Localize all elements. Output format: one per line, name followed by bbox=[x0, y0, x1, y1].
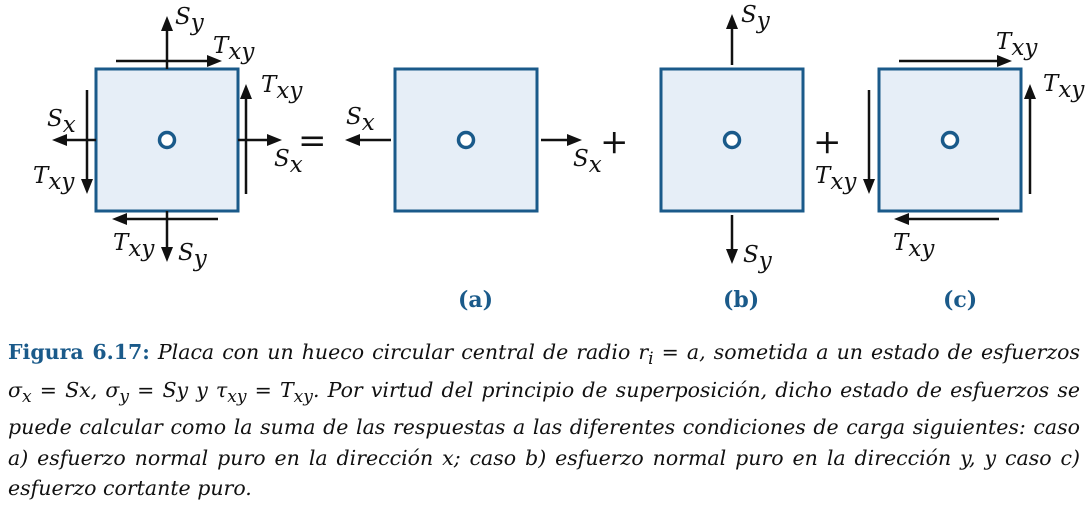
case-a-label: (a) bbox=[458, 287, 493, 313]
plus-sign-2: + bbox=[813, 122, 842, 162]
combined-sy-top-label: Sy bbox=[175, 4, 205, 36]
combined-hole-icon bbox=[157, 130, 177, 150]
combined-txy-top-label: Txy bbox=[213, 33, 255, 65]
figure-caption: Figura 6.17: Placa con un hueco circular… bbox=[8, 337, 1080, 504]
plus-sign-1: + bbox=[600, 122, 629, 162]
combined-txy-bottom-label: Txy bbox=[113, 230, 155, 262]
figure-number: Figura 6.17: bbox=[8, 340, 150, 364]
case-a-sx-right-label: Sx bbox=[573, 146, 602, 178]
case-a-group: Sx Sx (a) bbox=[345, 67, 602, 313]
case-b-hole-icon bbox=[722, 130, 742, 150]
combined-sx-right-label: Sx bbox=[274, 146, 303, 178]
case-a-sx-left-label: Sx bbox=[346, 104, 375, 136]
case-a-hole-icon bbox=[456, 130, 476, 150]
case-c-txy-bottom-label: Txy bbox=[893, 230, 935, 262]
case-b-label: (b) bbox=[723, 287, 759, 313]
combined-sy-bottom-label: Sy bbox=[178, 240, 208, 272]
case-b-group: Sy Sy (b) bbox=[659, 2, 805, 313]
case-c-txy-top-label: Txy bbox=[996, 29, 1038, 61]
combined-sx-left-label: Sx bbox=[47, 106, 76, 138]
case-c-txy-right-label: Txy bbox=[1043, 71, 1085, 103]
superposition-figure: Sy Txy Txy Sx Sx Txy Txy Sy = Sx Sx (a) … bbox=[33, 2, 1085, 313]
caption-text: Placa con un hueco circular central de r… bbox=[8, 340, 1080, 501]
case-c-txy-left-label: Txy bbox=[815, 163, 857, 195]
combined-plate-group: Sy Txy Txy Sx Sx Txy Txy Sy bbox=[33, 4, 303, 272]
case-c-group: Txy Txy Txy Txy (c) bbox=[815, 29, 1085, 313]
case-b-sy-top-label: Sy bbox=[741, 2, 771, 34]
case-c-hole-icon bbox=[940, 130, 960, 150]
case-c-label: (c) bbox=[943, 287, 977, 313]
case-b-sy-bottom-label: Sy bbox=[743, 242, 773, 274]
combined-txy-right-label: Txy bbox=[261, 72, 303, 104]
equals-sign: = bbox=[298, 121, 327, 161]
combined-txy-left-label: Txy bbox=[33, 163, 75, 195]
